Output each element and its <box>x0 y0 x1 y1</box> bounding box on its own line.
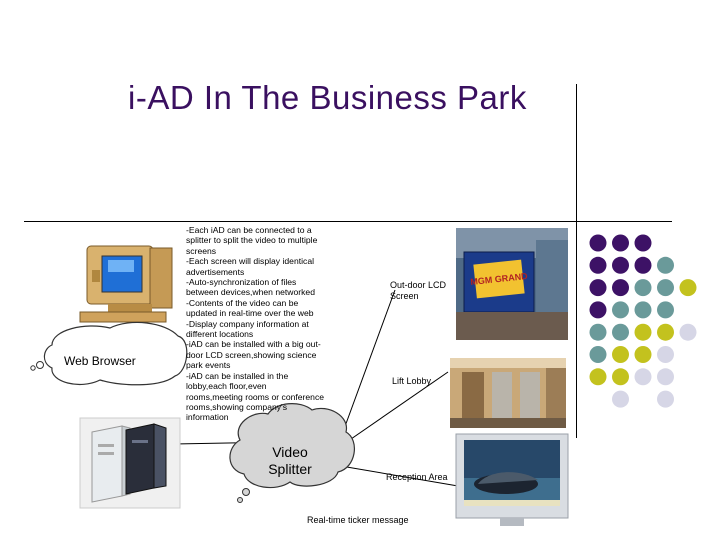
decorative-dot <box>589 234 607 252</box>
horizontal-rule <box>24 221 672 222</box>
body-text-line: different locations <box>186 329 254 340</box>
web-browser-label: Web Browser <box>64 354 136 368</box>
body-text-line: screens <box>186 245 217 256</box>
outdoor-lcd-label: Out-door LCD Screen <box>390 280 447 301</box>
decorative-dot <box>657 323 674 341</box>
decorative-dot <box>657 346 674 363</box>
body-text-line: park events <box>186 360 231 371</box>
decorative-dot <box>657 301 674 319</box>
decorative-dot <box>634 323 652 341</box>
decorative-dot <box>612 279 629 297</box>
decorative-dot <box>657 256 674 274</box>
decorative-dot <box>612 301 629 319</box>
reception-monitor-photo <box>455 433 569 526</box>
lift-lobby-label: Lift Lobby <box>392 376 432 386</box>
body-text-line: -Auto-synchronization of files <box>186 277 297 288</box>
body-text-line: rooms,showing company's <box>186 401 287 412</box>
body-text-line: -iAD can be installed in the <box>186 370 289 381</box>
decorative-dot <box>634 279 652 297</box>
decorative-dot <box>612 256 629 274</box>
decorative-dot <box>612 234 629 252</box>
ticker-message-label: Real-time ticker message <box>307 515 409 525</box>
decorative-dot <box>657 368 674 386</box>
decorative-dot <box>679 279 697 297</box>
body-text-line: splitter to split the video to multiple <box>186 235 318 246</box>
body-text-line: -Contents of the video can be <box>186 297 299 308</box>
body-text-line: between devices,when networked <box>186 287 315 298</box>
body-text-line: -iAD can be installed with a big out- <box>186 339 321 350</box>
connector-line-lobby <box>337 371 449 449</box>
body-text-line: advertisements <box>186 266 245 277</box>
vertical-rule <box>576 84 577 438</box>
computer-icon <box>79 245 173 323</box>
decorative-dot <box>612 390 629 408</box>
decorative-dot <box>657 390 674 408</box>
outdoor-lcd-photo: MGM GRAND <box>456 228 568 340</box>
video-splitter-cloud-icon <box>229 403 355 503</box>
body-text-line: information <box>186 412 229 423</box>
decorative-dot <box>634 234 652 252</box>
decorative-dot <box>589 346 607 363</box>
decorative-dot <box>589 301 607 319</box>
body-text-line: -Each screen will display identical <box>186 256 315 267</box>
decorative-dot <box>634 301 652 319</box>
decorative-dot <box>634 346 652 363</box>
body-text-line: door LCD screen,showing science <box>186 349 317 360</box>
connector-line-outdoor <box>339 289 396 441</box>
decorative-dot <box>589 256 607 274</box>
body-text-line: -Display company information at <box>186 318 309 329</box>
body-text-line: -Each iAD can be connected to a <box>186 225 312 235</box>
decorative-dot <box>679 323 697 341</box>
decorative-dot <box>612 323 629 341</box>
connector-line-reception <box>334 464 459 487</box>
decorative-dot <box>589 368 607 386</box>
decorative-dot <box>612 368 629 386</box>
decorative-dot <box>657 279 674 297</box>
video-splitter-label: Video Splitter <box>268 444 312 477</box>
reception-area-label: Reception Area <box>386 472 448 482</box>
body-text-line: updated in real-time over the web <box>186 308 314 319</box>
decorative-dot <box>612 346 629 363</box>
tower-pcs-image <box>79 417 181 509</box>
decorative-dot <box>589 323 607 341</box>
decorative-dot <box>634 368 652 386</box>
body-text-line: rooms,meeting rooms or conference <box>186 391 325 402</box>
lift-lobby-photo <box>450 358 566 428</box>
slide-title: i-AD In The Business Park <box>128 79 527 116</box>
decorative-dot <box>589 279 607 297</box>
web-browser-cloud-icon <box>30 321 188 386</box>
decorative-dot <box>634 256 652 274</box>
body-text-line: lobby,each floor,even <box>186 381 267 392</box>
